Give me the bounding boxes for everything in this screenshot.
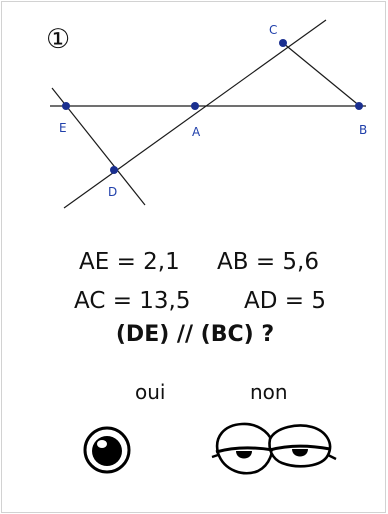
measure-ae: AE = 2,1 xyxy=(79,249,180,275)
measure-ac: AC = 13,5 xyxy=(74,288,191,314)
measure-ab: AB = 5,6 xyxy=(217,249,319,275)
label-d: D xyxy=(108,185,117,199)
label-e: E xyxy=(59,121,67,135)
answer-yes-button[interactable] xyxy=(82,425,134,482)
measure-ad: AD = 5 xyxy=(244,288,326,314)
point-d xyxy=(110,166,118,174)
label-c: C xyxy=(269,23,277,37)
point-b xyxy=(355,102,363,110)
segment-cb xyxy=(282,42,362,108)
answer-yes-label: oui xyxy=(135,380,166,404)
point-a xyxy=(191,102,199,110)
sleepy-eyes-icon xyxy=(211,422,337,475)
question-text: (DE) // (BC) ? xyxy=(115,322,275,347)
exercise-number: ① xyxy=(46,24,71,55)
point-e xyxy=(62,102,70,110)
point-c xyxy=(279,39,287,47)
answer-no-label: non xyxy=(250,380,288,404)
geometry-figure: C E A B D xyxy=(50,19,367,209)
line-dc xyxy=(63,19,327,209)
label-b: B xyxy=(359,123,367,137)
open-eye-icon xyxy=(83,426,131,474)
label-a: A xyxy=(192,125,201,139)
answer-no-button[interactable] xyxy=(210,417,338,484)
